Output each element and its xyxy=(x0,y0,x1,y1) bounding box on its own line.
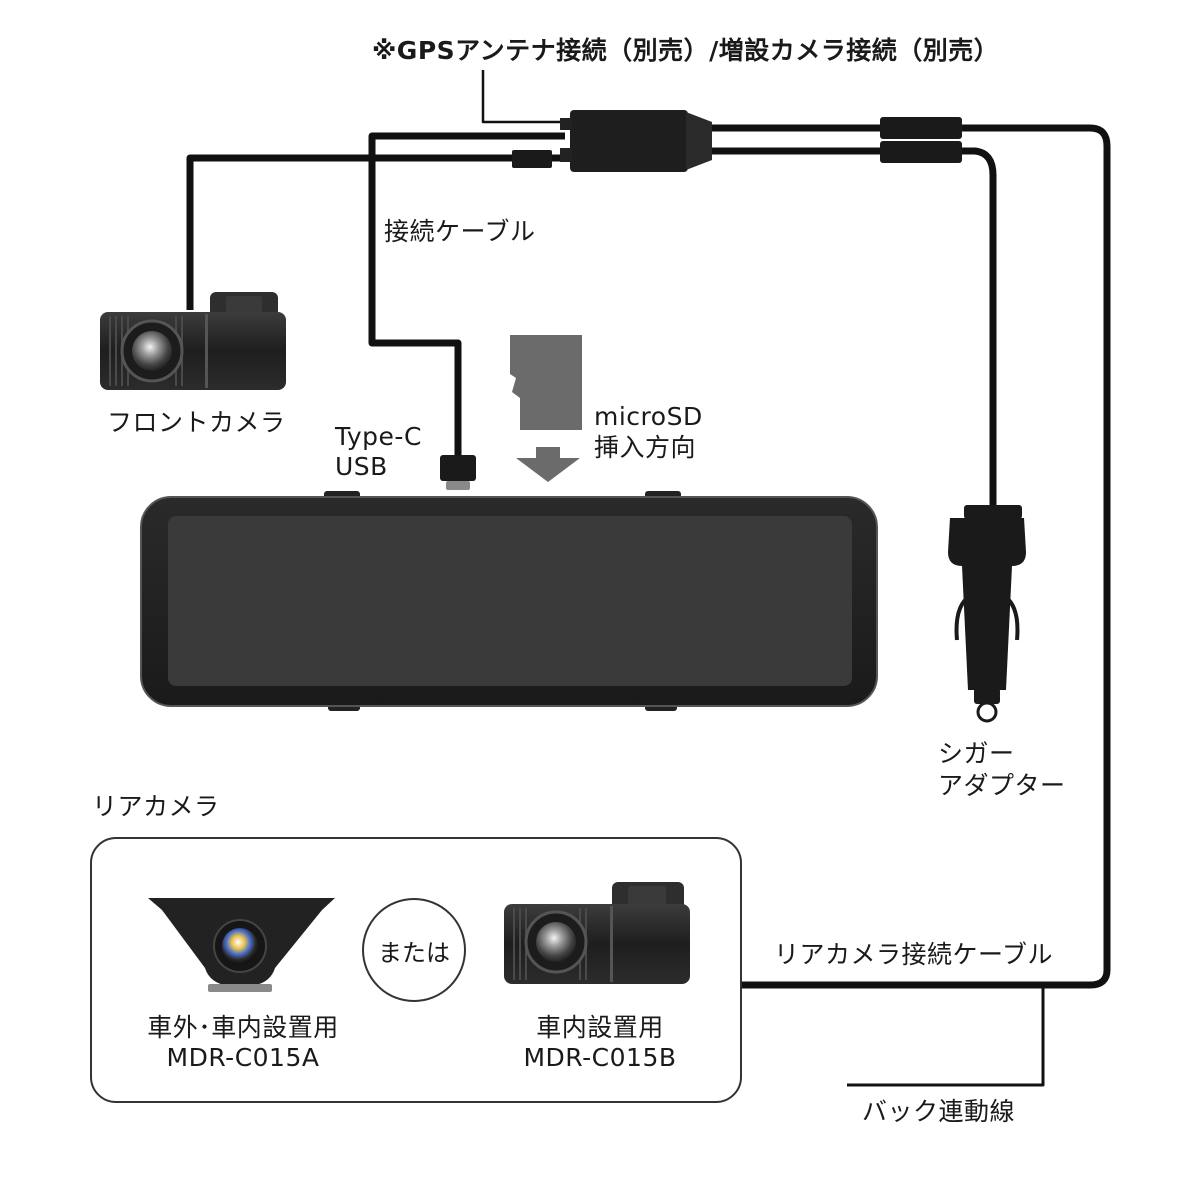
microsd-label-line1: microSD xyxy=(594,402,703,431)
microsd-label-line2: 挿入方向 xyxy=(594,433,697,462)
gps-leader-line xyxy=(481,70,563,124)
typec-label-line2: USB xyxy=(335,452,388,481)
typec-label-line1: Type-C xyxy=(335,422,422,451)
typec-plug-icon xyxy=(440,455,476,490)
cigar-adapter-label-line2: アダプター xyxy=(938,771,1066,800)
front-camera-label: フロントカメラ xyxy=(107,408,286,437)
insert-arrow-icon xyxy=(516,447,580,482)
front-camera-cable xyxy=(186,154,565,310)
rear-camera-a-icon xyxy=(148,898,335,992)
cigar-cable xyxy=(700,147,997,515)
rear-camera-options-box xyxy=(90,837,742,1103)
or-badge: または xyxy=(362,898,466,1002)
rear-camera-cable xyxy=(700,124,1111,989)
back-signal-label: バック連動線 xyxy=(862,1097,1016,1126)
cables xyxy=(186,70,1111,1087)
microsd-card-icon xyxy=(510,335,582,430)
cigar-adapter-icon xyxy=(948,505,1026,723)
rear-camera-b-label-line1: 車内設置用 xyxy=(536,1013,664,1042)
connection-cable xyxy=(368,132,565,455)
rear-camera-title: リアカメラ xyxy=(92,792,220,821)
rear-camera-a-label-line1: 車外･車内設置用 xyxy=(147,1013,339,1042)
cable-junction-icon xyxy=(512,110,962,172)
mirror-monitor-icon xyxy=(140,491,878,711)
gps-connection-label: ※GPSアンテナ接続（別売）/増設カメラ接続（別売） xyxy=(372,36,1000,65)
cigar-adapter-label-line1: シガー xyxy=(938,739,1015,768)
rear-camera-a-label-line2: MDR-C015A xyxy=(166,1043,320,1072)
connection-cable-label: 接続ケーブル xyxy=(384,217,536,246)
rear-camera-cable-label: リアカメラ接続ケーブル xyxy=(774,940,1054,969)
front-camera-icon xyxy=(100,292,286,390)
rear-camera-b-icon xyxy=(504,882,690,984)
or-text: または xyxy=(378,938,450,967)
rear-camera-b-label-line2: MDR-C015B xyxy=(523,1043,677,1072)
back-signal-line xyxy=(847,985,1045,1087)
